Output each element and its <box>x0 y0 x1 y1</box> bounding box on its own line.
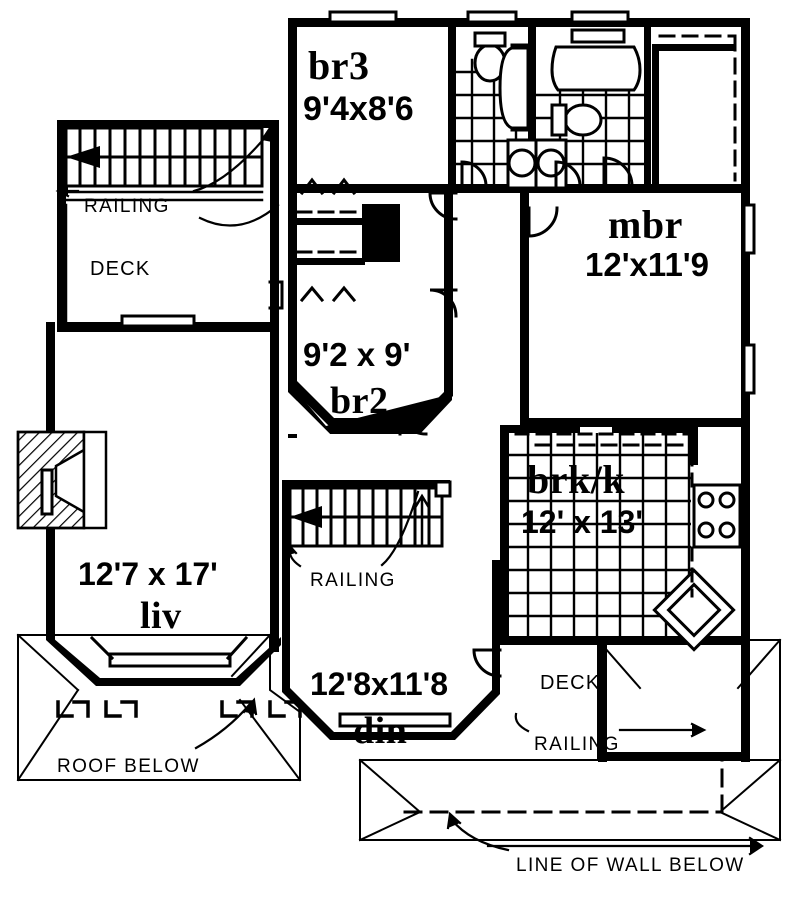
toilet-bath1 <box>473 31 507 83</box>
fireplace <box>16 430 108 530</box>
room-dimensions-liv: 12'7 x 17' <box>78 556 218 592</box>
deck-rail-lines <box>64 190 264 202</box>
annotation-roof-below: ROOF BELOW <box>57 756 200 777</box>
stair-upper <box>64 126 264 188</box>
lower-right-roof-wedge <box>596 638 782 761</box>
room-dimensions-br3: 9'4x8'6 <box>303 90 414 128</box>
tub-bath2 <box>550 28 642 92</box>
room-label-br2: br2 <box>330 380 389 422</box>
mbr-closet-dashes <box>658 34 737 182</box>
room-dimensions-mbr: 12'x11'9 <box>585 246 709 283</box>
mbr-closet-shelf <box>652 44 734 184</box>
closet-shelves <box>295 210 692 447</box>
room-dimensions-brkk: 12' x 13' <box>521 504 643 540</box>
kitchen-fixtures <box>514 430 742 652</box>
line-of-wall-below-dashes <box>403 658 724 814</box>
kitchen-counter-dashes <box>514 430 702 598</box>
room-label-br3: br3 <box>308 43 370 88</box>
room-dimensions-din: 12'8x11'8 <box>310 666 449 702</box>
lower-roof-outline <box>358 758 782 842</box>
annotation-railing-stair-mid: RAILING <box>310 570 396 591</box>
tub-bath1 <box>498 43 530 132</box>
cooktop <box>692 483 742 549</box>
room-label-brkk: brk/k <box>527 457 626 502</box>
room-label-mbr: mbr <box>608 202 683 247</box>
stair-lower <box>288 480 452 548</box>
annotation-railing-deck-lower: RAILING <box>534 734 620 755</box>
annotation-line-of-wall-below: LINE OF WALL BELOW <box>516 855 745 876</box>
windows <box>40 10 756 516</box>
door-swings <box>268 156 634 678</box>
sink-bath1 <box>506 138 538 190</box>
annotation-deck-lower: DECK <box>540 672 601 694</box>
kitchen-sink <box>652 568 736 652</box>
annotation-railing-deck-upper: RAILING <box>84 196 170 217</box>
closet-rails <box>297 218 365 265</box>
room-dimensions-br2: 9'2 x 9' <box>303 336 411 373</box>
room-label-liv: liv <box>140 595 182 637</box>
leader-lines <box>55 124 764 856</box>
toilet-bath2 <box>550 103 603 137</box>
room-label-din: din <box>353 710 408 752</box>
annotation-deck-upper: DECK <box>90 258 151 280</box>
bay-windows <box>89 635 452 728</box>
